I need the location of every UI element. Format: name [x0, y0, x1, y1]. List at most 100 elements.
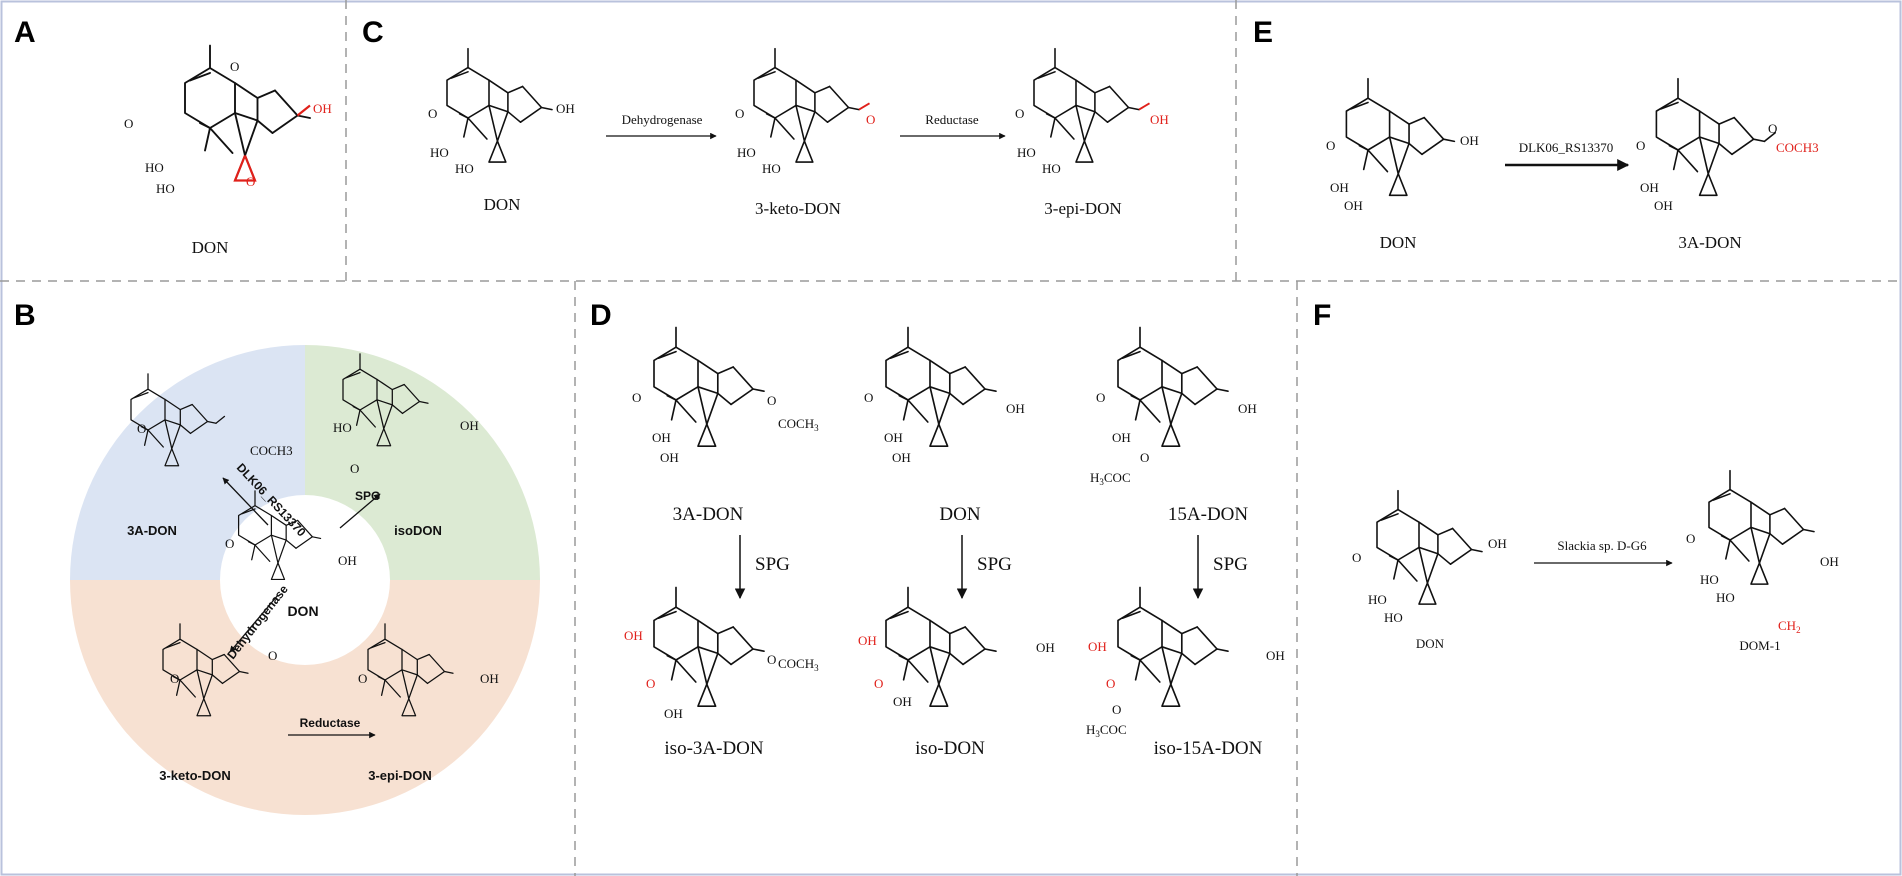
atom-oh: OH — [1820, 554, 1839, 569]
atom-oh-red: OH — [313, 101, 332, 116]
atom-oh: OH — [893, 694, 912, 709]
atom-ho: HO — [156, 181, 175, 196]
ch2-group-red: CH2 — [1778, 618, 1801, 635]
atom-oh: OH — [460, 418, 479, 433]
atom-oh: OH — [1330, 180, 1349, 195]
atom-oh: OH — [1488, 536, 1507, 551]
atom-oh: OH — [664, 706, 683, 721]
atom-ho: HO — [333, 420, 352, 435]
atom-oh: OH — [1036, 640, 1055, 655]
product-label: 3A-DON — [127, 523, 177, 538]
atom-ho: HO — [1716, 590, 1735, 605]
acetyl-red: COCH3 — [1776, 140, 1819, 155]
atom-o: O — [1636, 138, 1645, 153]
panel-label-f: F — [1313, 299, 1331, 332]
atom-oh: OH — [1654, 198, 1673, 213]
atom-ho: HO — [1042, 161, 1061, 176]
atom-o-red: O — [874, 676, 883, 691]
atom-o: O — [358, 671, 367, 686]
h3coc-group: H3COC — [1090, 470, 1131, 487]
mol-label: DON — [1380, 233, 1417, 252]
panel-d: O OH OH O COCH3 3A-DON O OH OH OH DON O … — [624, 326, 1285, 759]
enzyme-label: Reductase — [925, 112, 979, 127]
mol-label: DON — [939, 504, 980, 525]
atom-ho: HO — [1384, 610, 1403, 625]
epoxide-oxygen-red: O — [246, 174, 255, 189]
atom-oh-red: OH — [1088, 639, 1107, 654]
atom-o: O — [225, 536, 234, 551]
atom-o: O — [1686, 531, 1695, 546]
panel-a: O O HO HO OH O DON — [124, 44, 332, 257]
panel-label-d: D — [590, 299, 612, 332]
mol-label: 3-keto-DON — [755, 199, 841, 218]
panel-b: O OH DON O COCH3 3A-DON HO O OH isoDON O… — [70, 345, 540, 815]
panel-f: O HO HO OH DON Slackia sp. D-G6 O HO HO … — [1352, 469, 1839, 653]
acetyl-group: COCH3 — [778, 416, 819, 433]
mol-label: 3-epi-DON — [1044, 199, 1121, 218]
enzyme-label: Dehydrogenase — [224, 582, 291, 662]
mol-label: iso-15A-DON — [1154, 738, 1263, 759]
atom-ho: HO — [1368, 592, 1387, 607]
atom-o: O — [1352, 550, 1361, 565]
enzyme-label: SPG — [977, 554, 1012, 575]
donut-sector-iso — [305, 345, 540, 580]
atom-o: O — [170, 671, 179, 686]
donut-sector-3a — [70, 345, 305, 580]
mol-label: DON — [1416, 636, 1445, 651]
atom-o: O — [137, 421, 146, 436]
atom-o: O — [1768, 121, 1777, 136]
atom-ho: HO — [762, 161, 781, 176]
atom-o: O — [1112, 702, 1121, 717]
panel-label-c: C — [362, 16, 384, 49]
atom-o: O — [350, 461, 359, 476]
ketone-oxygen-red: O — [866, 112, 875, 127]
atom-oh: OH — [652, 430, 671, 445]
h3coc-group: H3COC — [1086, 722, 1127, 739]
atom-o-red: O — [1106, 676, 1115, 691]
atom-oh: OH — [556, 101, 575, 116]
atom-oh-red: OH — [624, 628, 643, 643]
atom-o: O — [632, 390, 641, 405]
atom-o: O — [767, 393, 776, 408]
atom-oh: OH — [1006, 401, 1025, 416]
product-label: isoDON — [394, 523, 442, 538]
atom-o: O — [1140, 450, 1149, 465]
mol-label: iso-DON — [915, 738, 985, 759]
atom-oh: OH — [1460, 133, 1479, 148]
atom-o-red: O — [646, 676, 655, 691]
atom-o: O — [428, 106, 437, 121]
mol-label: DOM-1 — [1739, 638, 1780, 653]
center-mol-label: DON — [287, 603, 318, 619]
atom-ho: HO — [1017, 145, 1036, 160]
atom-oh: OH — [1640, 180, 1659, 195]
atom-ho: HO — [737, 145, 756, 160]
atom-oh: OH — [892, 450, 911, 465]
atom-o: O — [1096, 390, 1105, 405]
atom-ho: HO — [1700, 572, 1719, 587]
atom-oh: OH — [884, 430, 903, 445]
atom-o: O — [767, 652, 776, 667]
mol-label: 3A-DON — [1678, 233, 1741, 252]
panel-label-a: A — [14, 16, 36, 49]
donut-sector-keto-epi — [70, 580, 540, 815]
atom-o: O — [864, 390, 873, 405]
panel-e: O OH OH OH DON DLK06_RS13370 O OH OH O C… — [1326, 77, 1819, 252]
atom-ho: HO — [430, 145, 449, 160]
atom-oh: OH — [1238, 401, 1257, 416]
enzyme-label: Slackia sp. D-G6 — [1557, 538, 1647, 553]
donut-background — [70, 345, 540, 815]
ring-oxygen: O — [230, 59, 239, 74]
atom-ho: HO — [455, 161, 474, 176]
mol-label: 15A-DON — [1168, 504, 1248, 525]
enzyme-label: SPG — [1213, 554, 1248, 575]
atom-oh: OH — [338, 553, 357, 568]
atom-o: O — [735, 106, 744, 121]
atom-oh: OH — [1266, 648, 1285, 663]
acetyl-group: COCH3 — [778, 656, 819, 673]
panel-label-e: E — [1253, 16, 1273, 49]
atom-oh-red: OH — [858, 633, 877, 648]
atom-ho: HO — [145, 160, 164, 175]
product-label: 3-keto-DON — [159, 768, 231, 783]
mol-label: DON — [192, 238, 229, 257]
